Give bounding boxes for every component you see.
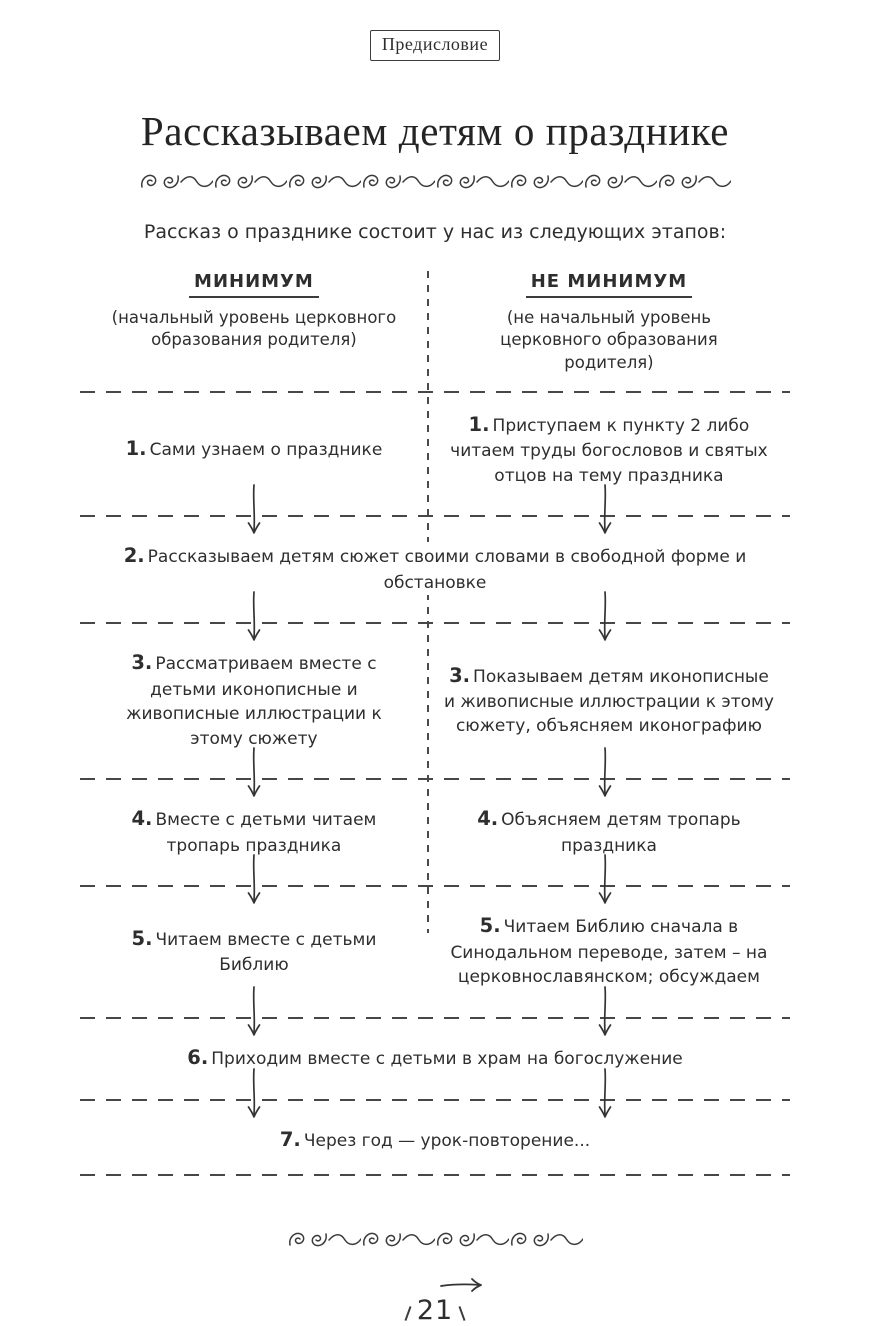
step-text: Приходим вместе с детьми в храм на богос… bbox=[211, 1048, 683, 1069]
step-text: Сами узнаем о празднике bbox=[149, 440, 383, 461]
down-arrow-icon bbox=[247, 591, 261, 642]
flowchart: МИНИМУМ (начальный уровень церковного об… bbox=[80, 271, 790, 1191]
step-row-4: 4.Вместе с детьми читаем тропарь праздни… bbox=[80, 802, 790, 861]
column-subtitle: (начальный уровень церковного образовани… bbox=[111, 308, 397, 350]
down-arrow-icon bbox=[247, 484, 261, 535]
step-number: 3. bbox=[449, 663, 471, 687]
separator bbox=[80, 747, 790, 802]
step-row-2: 2.Рассказываем детям сюжет своими словам… bbox=[80, 539, 790, 598]
step-row-1: 1.Сами узнаем о празднике 1.Приступаем к… bbox=[80, 408, 790, 492]
step-1-right: 1.Приступаем к пункту 2 либо читаем труд… bbox=[428, 411, 790, 489]
ornament-divider-bottom-icon bbox=[287, 1225, 583, 1256]
step-1-left: 1.Сами узнаем о празднике bbox=[80, 435, 428, 463]
page-title: Рассказываем детям о празднике bbox=[140, 108, 730, 154]
step-text: Объясняем детям тропарь праздника bbox=[501, 810, 741, 856]
step-number: 3. bbox=[131, 651, 153, 675]
column-header-minimum: МИНИМУМ (начальный уровень церковного об… bbox=[80, 271, 428, 352]
step-number: 1. bbox=[125, 437, 147, 461]
ornament-divider-top-icon bbox=[139, 167, 731, 197]
down-arrow-icon bbox=[599, 986, 612, 1036]
page-number-tick-icon bbox=[404, 1306, 412, 1322]
down-arrow-icon bbox=[247, 747, 261, 798]
dashed-separator bbox=[80, 622, 790, 625]
down-arrow-icon bbox=[599, 484, 612, 535]
step-text: Вместе с детьми читаем тропарь праздника bbox=[155, 810, 377, 856]
step-row-6: 6.Приходим вместе с детьми в храм на бог… bbox=[80, 1041, 790, 1075]
next-page-arrow-icon bbox=[440, 1278, 482, 1293]
dashed-separator bbox=[80, 390, 790, 393]
separator bbox=[80, 484, 790, 539]
step-text: Читаем Библию сначала в Синодальном пере… bbox=[450, 917, 768, 988]
step-row-3: 3.Рассматриваем вместе с детьми иконопис… bbox=[80, 646, 790, 754]
page-number-block: 21 bbox=[404, 1295, 466, 1326]
step-row-5: 5.Читаем вместе с детьми Библию 5.Читаем… bbox=[80, 909, 790, 993]
separator bbox=[80, 1157, 790, 1191]
down-arrow-icon bbox=[247, 854, 261, 905]
step-number: 4. bbox=[477, 807, 499, 831]
column-title: НЕ МИНИМУМ bbox=[525, 271, 693, 298]
separator bbox=[80, 1068, 790, 1123]
separator bbox=[80, 374, 790, 408]
page-number-tick-icon bbox=[458, 1306, 466, 1322]
column-header-not-minimum: НЕ МИНИМУМ (не начальный уровень церковн… bbox=[428, 271, 790, 374]
step-number: 4. bbox=[131, 807, 153, 831]
step-number: 6. bbox=[187, 1045, 209, 1069]
step-4-left: 4.Вместе с детьми читаем тропарь праздни… bbox=[80, 805, 428, 858]
separator bbox=[80, 591, 790, 646]
step-4-right: 4.Объясняем детям тропарь праздника bbox=[428, 805, 790, 858]
down-arrow-icon bbox=[599, 747, 612, 798]
dashed-separator bbox=[80, 1016, 790, 1019]
separator bbox=[80, 986, 790, 1041]
down-arrow-icon bbox=[247, 986, 261, 1036]
step-text: Рассматриваем вместе с детьми иконописны… bbox=[126, 654, 382, 749]
dashed-separator bbox=[80, 515, 790, 518]
step-number: 2. bbox=[123, 544, 145, 568]
page-footer: 21 bbox=[0, 1275, 870, 1326]
intro-text: Рассказ о празднике состоит у нас из сле… bbox=[143, 221, 727, 243]
down-arrow-icon bbox=[599, 1068, 612, 1119]
step-number: 5. bbox=[131, 926, 153, 950]
page-number: 21 bbox=[416, 1295, 454, 1326]
step-5-left: 5.Читаем вместе с детьми Библию bbox=[80, 925, 428, 978]
down-arrow-icon bbox=[247, 1068, 261, 1119]
down-arrow-icon bbox=[599, 854, 612, 905]
step-3-left: 3.Рассматриваем вместе с детьми иконопис… bbox=[80, 649, 428, 751]
separator bbox=[80, 854, 790, 909]
step-3-right: 3.Показываем детям иконописные и живопис… bbox=[428, 662, 790, 740]
down-arrow-icon bbox=[599, 591, 612, 642]
step-text: Рассказываем детям сюжет своими словами … bbox=[147, 547, 747, 593]
column-title: МИНИМУМ bbox=[189, 271, 319, 298]
step-text: Приступаем к пункту 2 либо читаем труды … bbox=[450, 415, 768, 486]
column-subtitle: (не начальный уровень церковного образов… bbox=[500, 308, 718, 372]
chapter-label: Предисловие bbox=[369, 30, 501, 61]
step-5-right: 5.Читаем Библию сначала в Синодальном пе… bbox=[428, 912, 790, 990]
vertical-divider bbox=[426, 271, 429, 933]
step-text: Читаем вместе с детьми Библию bbox=[155, 929, 377, 975]
step-number: 1. bbox=[468, 412, 490, 436]
step-row-7: 7.Через год — урок-повторение... bbox=[80, 1123, 790, 1157]
dashed-separator bbox=[80, 1099, 790, 1102]
step-number: 7. bbox=[279, 1128, 301, 1152]
column-headers: МИНИМУМ (начальный уровень церковного об… bbox=[80, 271, 790, 374]
dashed-separator bbox=[80, 778, 790, 781]
step-number: 5. bbox=[479, 914, 501, 938]
dashed-separator bbox=[80, 885, 790, 888]
step-text: Показываем детям иконописные и живописны… bbox=[443, 666, 774, 737]
running-head: Предисловие bbox=[0, 30, 870, 61]
step-text: Через год — урок-повторение... bbox=[303, 1131, 591, 1152]
dashed-separator bbox=[80, 1174, 790, 1177]
